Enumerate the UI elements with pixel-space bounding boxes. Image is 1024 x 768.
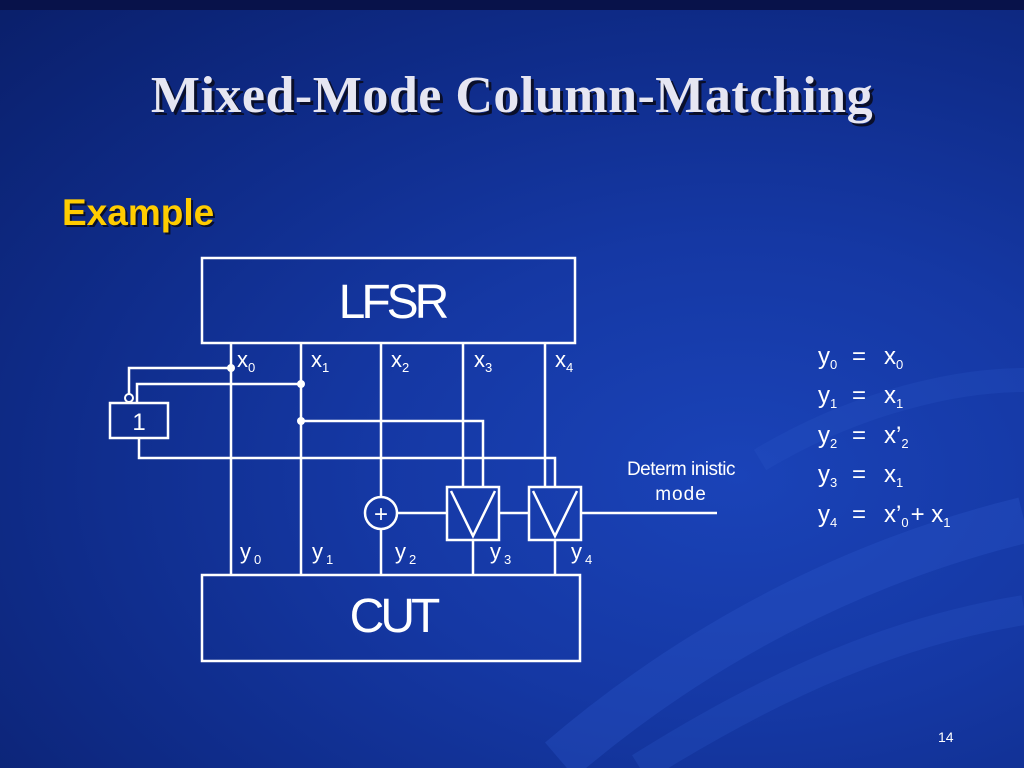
equation-row: y4=x’0+ x1 — [818, 501, 951, 530]
deterministic-label-line2: mode — [655, 484, 707, 505]
lfsr-block — [200, 256, 577, 345]
wire-x1-tap — [135, 382, 301, 402]
mux-y4 — [527, 485, 583, 542]
equation-row: y1=x1 — [818, 382, 903, 411]
wire-inverter-output — [137, 438, 557, 487]
deterministic-label-line1: Determ inistic — [627, 459, 735, 480]
lfsr-label: LFSR — [339, 276, 448, 329]
junction-x1-upper — [297, 380, 305, 388]
equations-list: y0=x0 y1=x1 y2=x’2 y3=x1 y4=x’0+ x1 — [818, 343, 951, 530]
mux-y3-triangle-icon — [449, 490, 497, 539]
wire-x1-to-mux3 — [301, 419, 485, 487]
mux-y3 — [445, 485, 501, 542]
wire-x0-to-inverter — [127, 366, 231, 395]
junction-x0 — [227, 364, 235, 372]
page-number: 14 — [938, 729, 954, 745]
input-label-x2: x2 — [391, 347, 409, 375]
junction-x1-lower — [297, 417, 305, 425]
cut-block — [200, 573, 582, 663]
slide-title: Mixed-Mode Column-Matching — [150, 67, 874, 124]
input-label-x0: x0 — [237, 347, 255, 375]
input-label-x1: x1 — [311, 347, 329, 375]
mux-y4-triangle-icon — [531, 490, 579, 539]
inverter-label: 1 — [132, 409, 145, 436]
slide-subtitle: Example — [62, 192, 215, 233]
input-label-x4: x4 — [555, 347, 573, 375]
cut-label: CUT — [350, 590, 440, 643]
equation-row: y2=x’2 — [818, 422, 909, 451]
xor-symbol: + — [374, 501, 388, 528]
inverter-bubble-icon — [124, 393, 134, 403]
input-label-x3: x3 — [474, 347, 492, 375]
equation-row: y3=x1 — [818, 461, 903, 490]
equation-row: y0=x0 — [818, 343, 903, 372]
